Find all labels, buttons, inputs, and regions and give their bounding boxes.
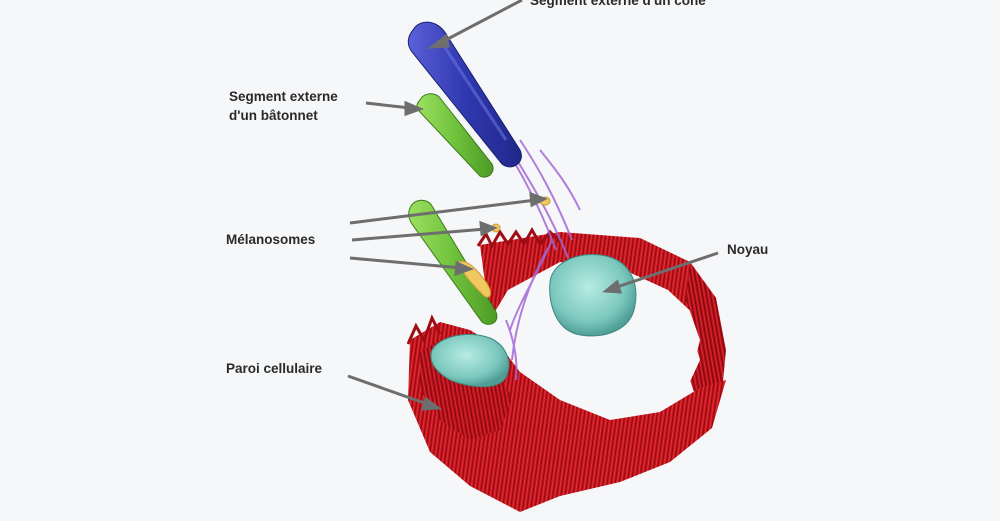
label-cone-outer-segment: Segment externe d'un cône [530, 0, 706, 8]
arrow-cell-wall [347, 374, 431, 407]
arrow-cone [441, 0, 523, 44]
arrow-nucleus [613, 251, 719, 290]
arrowhead-nucleus [602, 279, 623, 294]
arrowhead-melanosome-1 [529, 191, 548, 208]
arrow-melanosome-1 [349, 198, 537, 225]
label-nucleus: Noyau [727, 242, 769, 257]
arrowhead-rod [404, 100, 425, 117]
label-rod-outer-segment-line2: d'un bâtonnet [229, 108, 318, 123]
arrowhead-cell-wall [420, 396, 443, 411]
arrow-melanosome-2 [351, 227, 487, 242]
pointer-arrows [347, 0, 719, 411]
arrow-melanosome-3 [349, 256, 463, 270]
label-cell-wall: Paroi cellulaire [226, 361, 323, 376]
arrowhead-cone [427, 33, 450, 49]
arrowhead-melanosome-2 [479, 220, 498, 237]
cone-outer-segment-shape [407, 21, 522, 168]
arrow-rod [365, 101, 411, 110]
nucleus-shapes [430, 254, 637, 388]
label-melanosomes: Mélanosomes [226, 232, 316, 247]
arrowhead-melanosome-3 [454, 260, 474, 277]
label-rod-outer-segment-line1: Segment externe [229, 89, 338, 104]
